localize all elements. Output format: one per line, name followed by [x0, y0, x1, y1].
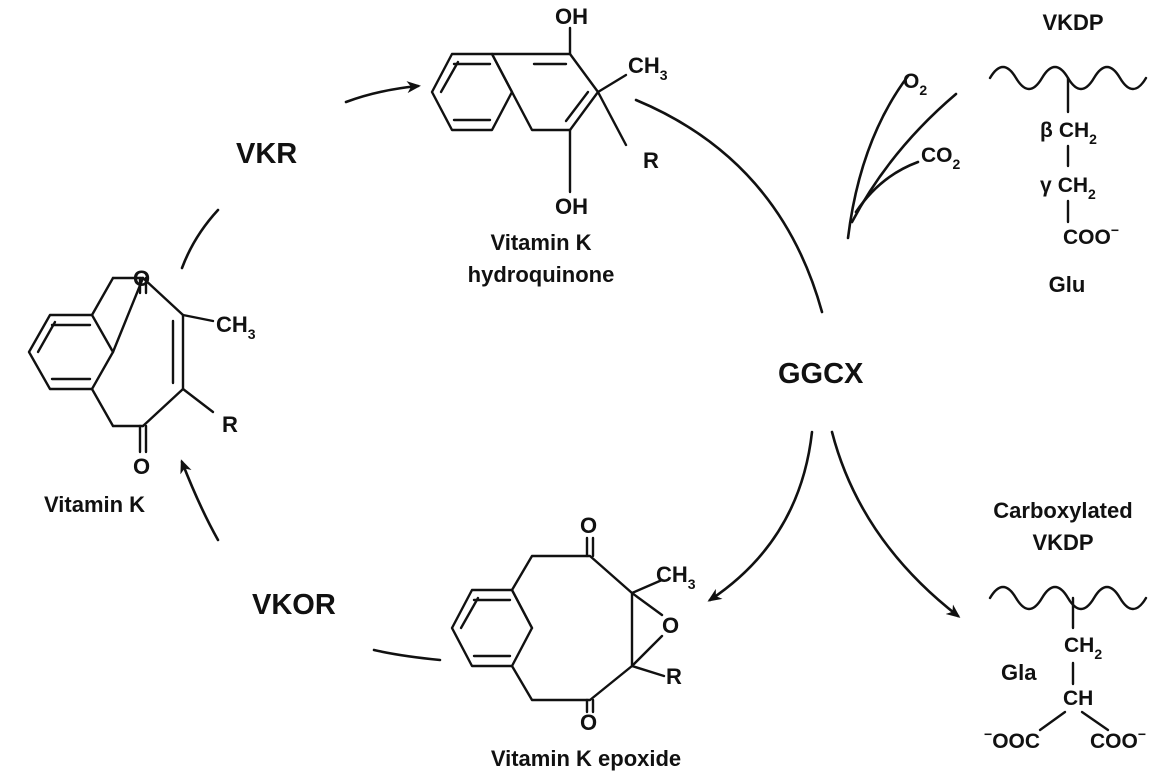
vkr-to-hydroquinone-arrow — [344, 81, 421, 104]
gla-backbone — [988, 585, 1148, 611]
vkor-enzyme-label: VKOR — [252, 589, 336, 621]
hydroquinone-label-line2: hydroquinone — [468, 262, 615, 287]
glu-label: Glu — [1049, 272, 1086, 297]
gla-right-carboxyl: COO− — [1090, 726, 1146, 753]
gla-ch2: CH2 — [1064, 634, 1102, 662]
vitamin-k-bottom-oxygen: O — [133, 454, 150, 479]
epoxide-ring-oxygen: O — [662, 613, 679, 638]
hydroquinone-top-oh: OH — [555, 4, 588, 29]
epoxide-bottom-oxygen: O — [580, 710, 597, 735]
hydroquinone-methyl: CH3 — [628, 53, 668, 83]
vkor-to-vitamin-k-arrow — [180, 459, 220, 542]
vitamin-k-label: Vitamin K — [44, 492, 145, 517]
co2-curve — [854, 160, 920, 214]
vkdp-title: VKDP — [1042, 10, 1103, 35]
vkdp-carboxyl: COO− — [1063, 222, 1119, 249]
vitamin-k-top-oxygen: O — [133, 266, 150, 291]
carboxylated-title-line2: VKDP — [1032, 530, 1093, 555]
epoxide-to-vkor-arc — [372, 648, 442, 662]
epoxide-top-oxygen: O — [580, 513, 597, 538]
epoxide-methyl: CH3 — [656, 562, 696, 592]
gla-left-carboxyl: −OOC — [984, 726, 1040, 753]
ggcx-to-epoxide-arrow — [707, 430, 814, 602]
o2-curve — [846, 74, 910, 240]
vitamin-k-methyl: CH3 — [216, 312, 256, 342]
gla-label: Gla — [1001, 660, 1037, 685]
epoxide-r-group: R — [666, 664, 682, 689]
ggcx-enzyme-label: GGCX — [778, 358, 864, 390]
gla-bond-left — [1038, 710, 1067, 732]
co2-label: CO2 — [921, 144, 961, 172]
cycle-arc-vitk-to-vkr — [180, 208, 220, 270]
gla-bond-right — [1080, 710, 1110, 732]
epoxide-structure — [450, 536, 666, 714]
hydroquinone-structure — [430, 26, 628, 194]
epoxide-label: Vitamin K epoxide — [491, 746, 681, 771]
gla-ch: CH — [1063, 687, 1093, 710]
hydroquinone-label-line1: Vitamin K — [490, 230, 591, 255]
vkr-enzyme-label: VKR — [236, 138, 297, 170]
carboxylated-title-line1: Carboxylated — [993, 498, 1132, 523]
o2-label: O2 — [903, 70, 927, 98]
vitamin-k-structure — [27, 276, 215, 454]
hydroquinone-r-group: R — [643, 148, 659, 173]
hydroquinone-bottom-oh: OH — [555, 194, 588, 219]
hydroquinone-to-ggcx-arc — [634, 98, 824, 314]
ggcx-to-carboxylated-arrow — [830, 430, 961, 618]
vitamin-k-r-group: R — [222, 412, 238, 437]
